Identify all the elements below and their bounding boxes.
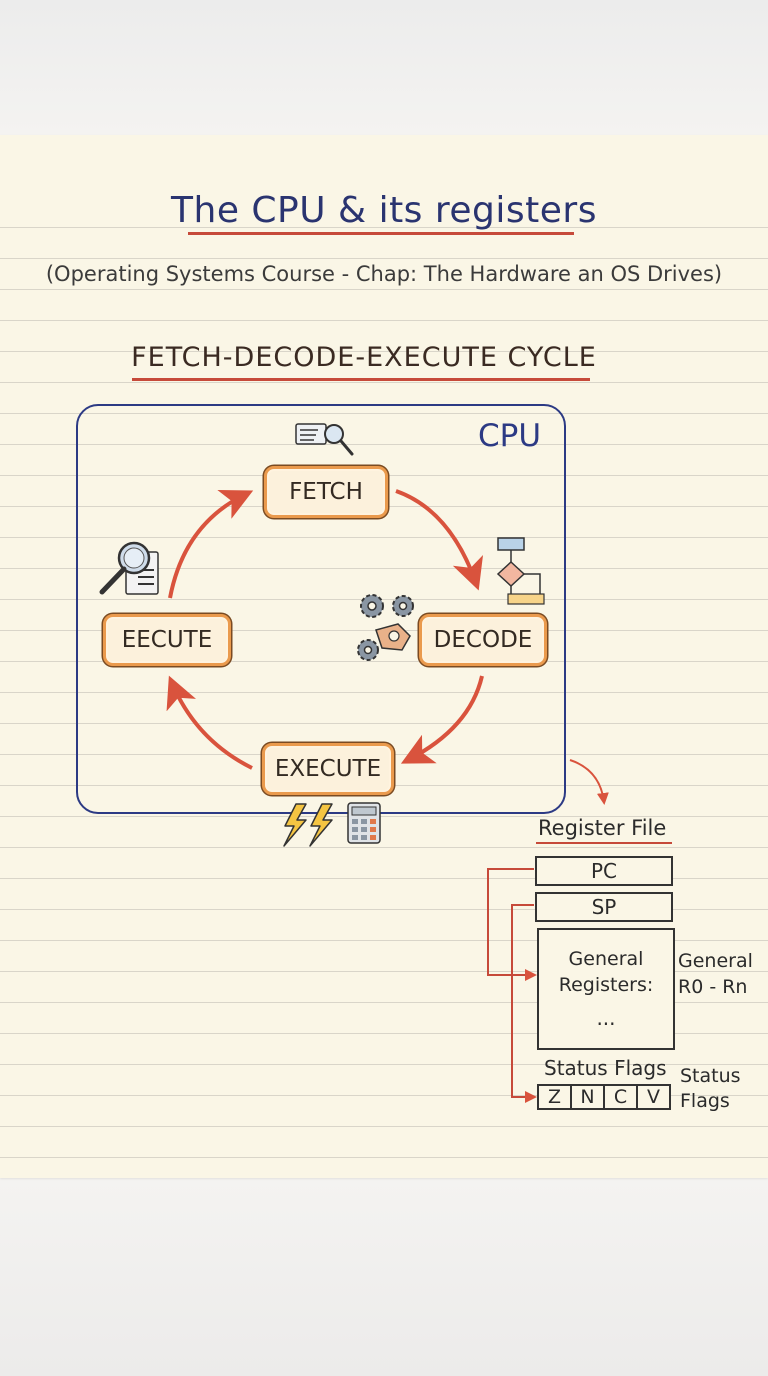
status-flags-label: Status Flags xyxy=(544,1056,667,1080)
stage-fetch: FETCH xyxy=(264,466,388,518)
stage-eecute: EECUTE xyxy=(103,614,231,666)
side-note-general: General R0 - Rn xyxy=(678,950,753,998)
lightning-icon xyxy=(283,803,333,847)
magnifier-list-icon xyxy=(99,541,159,595)
flowchart-icon xyxy=(496,537,545,605)
flag-c: C xyxy=(603,1084,638,1110)
page-subtitle: (Operating Systems Course - Chap: The Ha… xyxy=(45,262,723,286)
arrow-execute-to-eecute xyxy=(166,675,253,770)
arrow-fetch-to-decode xyxy=(395,489,484,591)
title-underline xyxy=(188,232,574,235)
arrow-decode-to-execute xyxy=(400,675,484,764)
gears-icon xyxy=(357,594,414,661)
calculator-icon xyxy=(347,802,381,844)
flag-z: Z xyxy=(537,1084,572,1110)
arrow-eecute-to-fetch xyxy=(168,490,254,599)
side-note-status: Status Flags xyxy=(680,1065,741,1112)
stage-execute: EXECUTE xyxy=(262,743,394,795)
paper-sheet xyxy=(0,135,768,1178)
register-file-title-underline xyxy=(536,842,672,844)
cycle-heading: FETCH-DECODE-EXECUTE CYCLE xyxy=(131,342,597,373)
register-file-title: Register File xyxy=(538,816,667,840)
general-registers-label: General Registers: xyxy=(558,948,654,996)
page-title: The CPU & its registers xyxy=(171,190,597,231)
flag-v: V xyxy=(636,1084,671,1110)
status-flags-row: Z N C V xyxy=(537,1084,671,1110)
cycle-heading-underline xyxy=(132,378,590,381)
cpu-label: CPU xyxy=(478,418,542,454)
magnifier-document-icon xyxy=(295,423,354,456)
arrow-cpu-to-register-file xyxy=(569,759,609,805)
register-sp: SP xyxy=(535,892,673,922)
general-registers-ellipsis: ... xyxy=(596,1006,616,1030)
flag-n: N xyxy=(570,1084,605,1110)
register-general-block: General Registers: ... xyxy=(537,928,675,1050)
register-bracket-inner xyxy=(511,904,537,1103)
register-pc: PC xyxy=(535,856,673,886)
stage-decode: DECODE xyxy=(419,614,547,666)
